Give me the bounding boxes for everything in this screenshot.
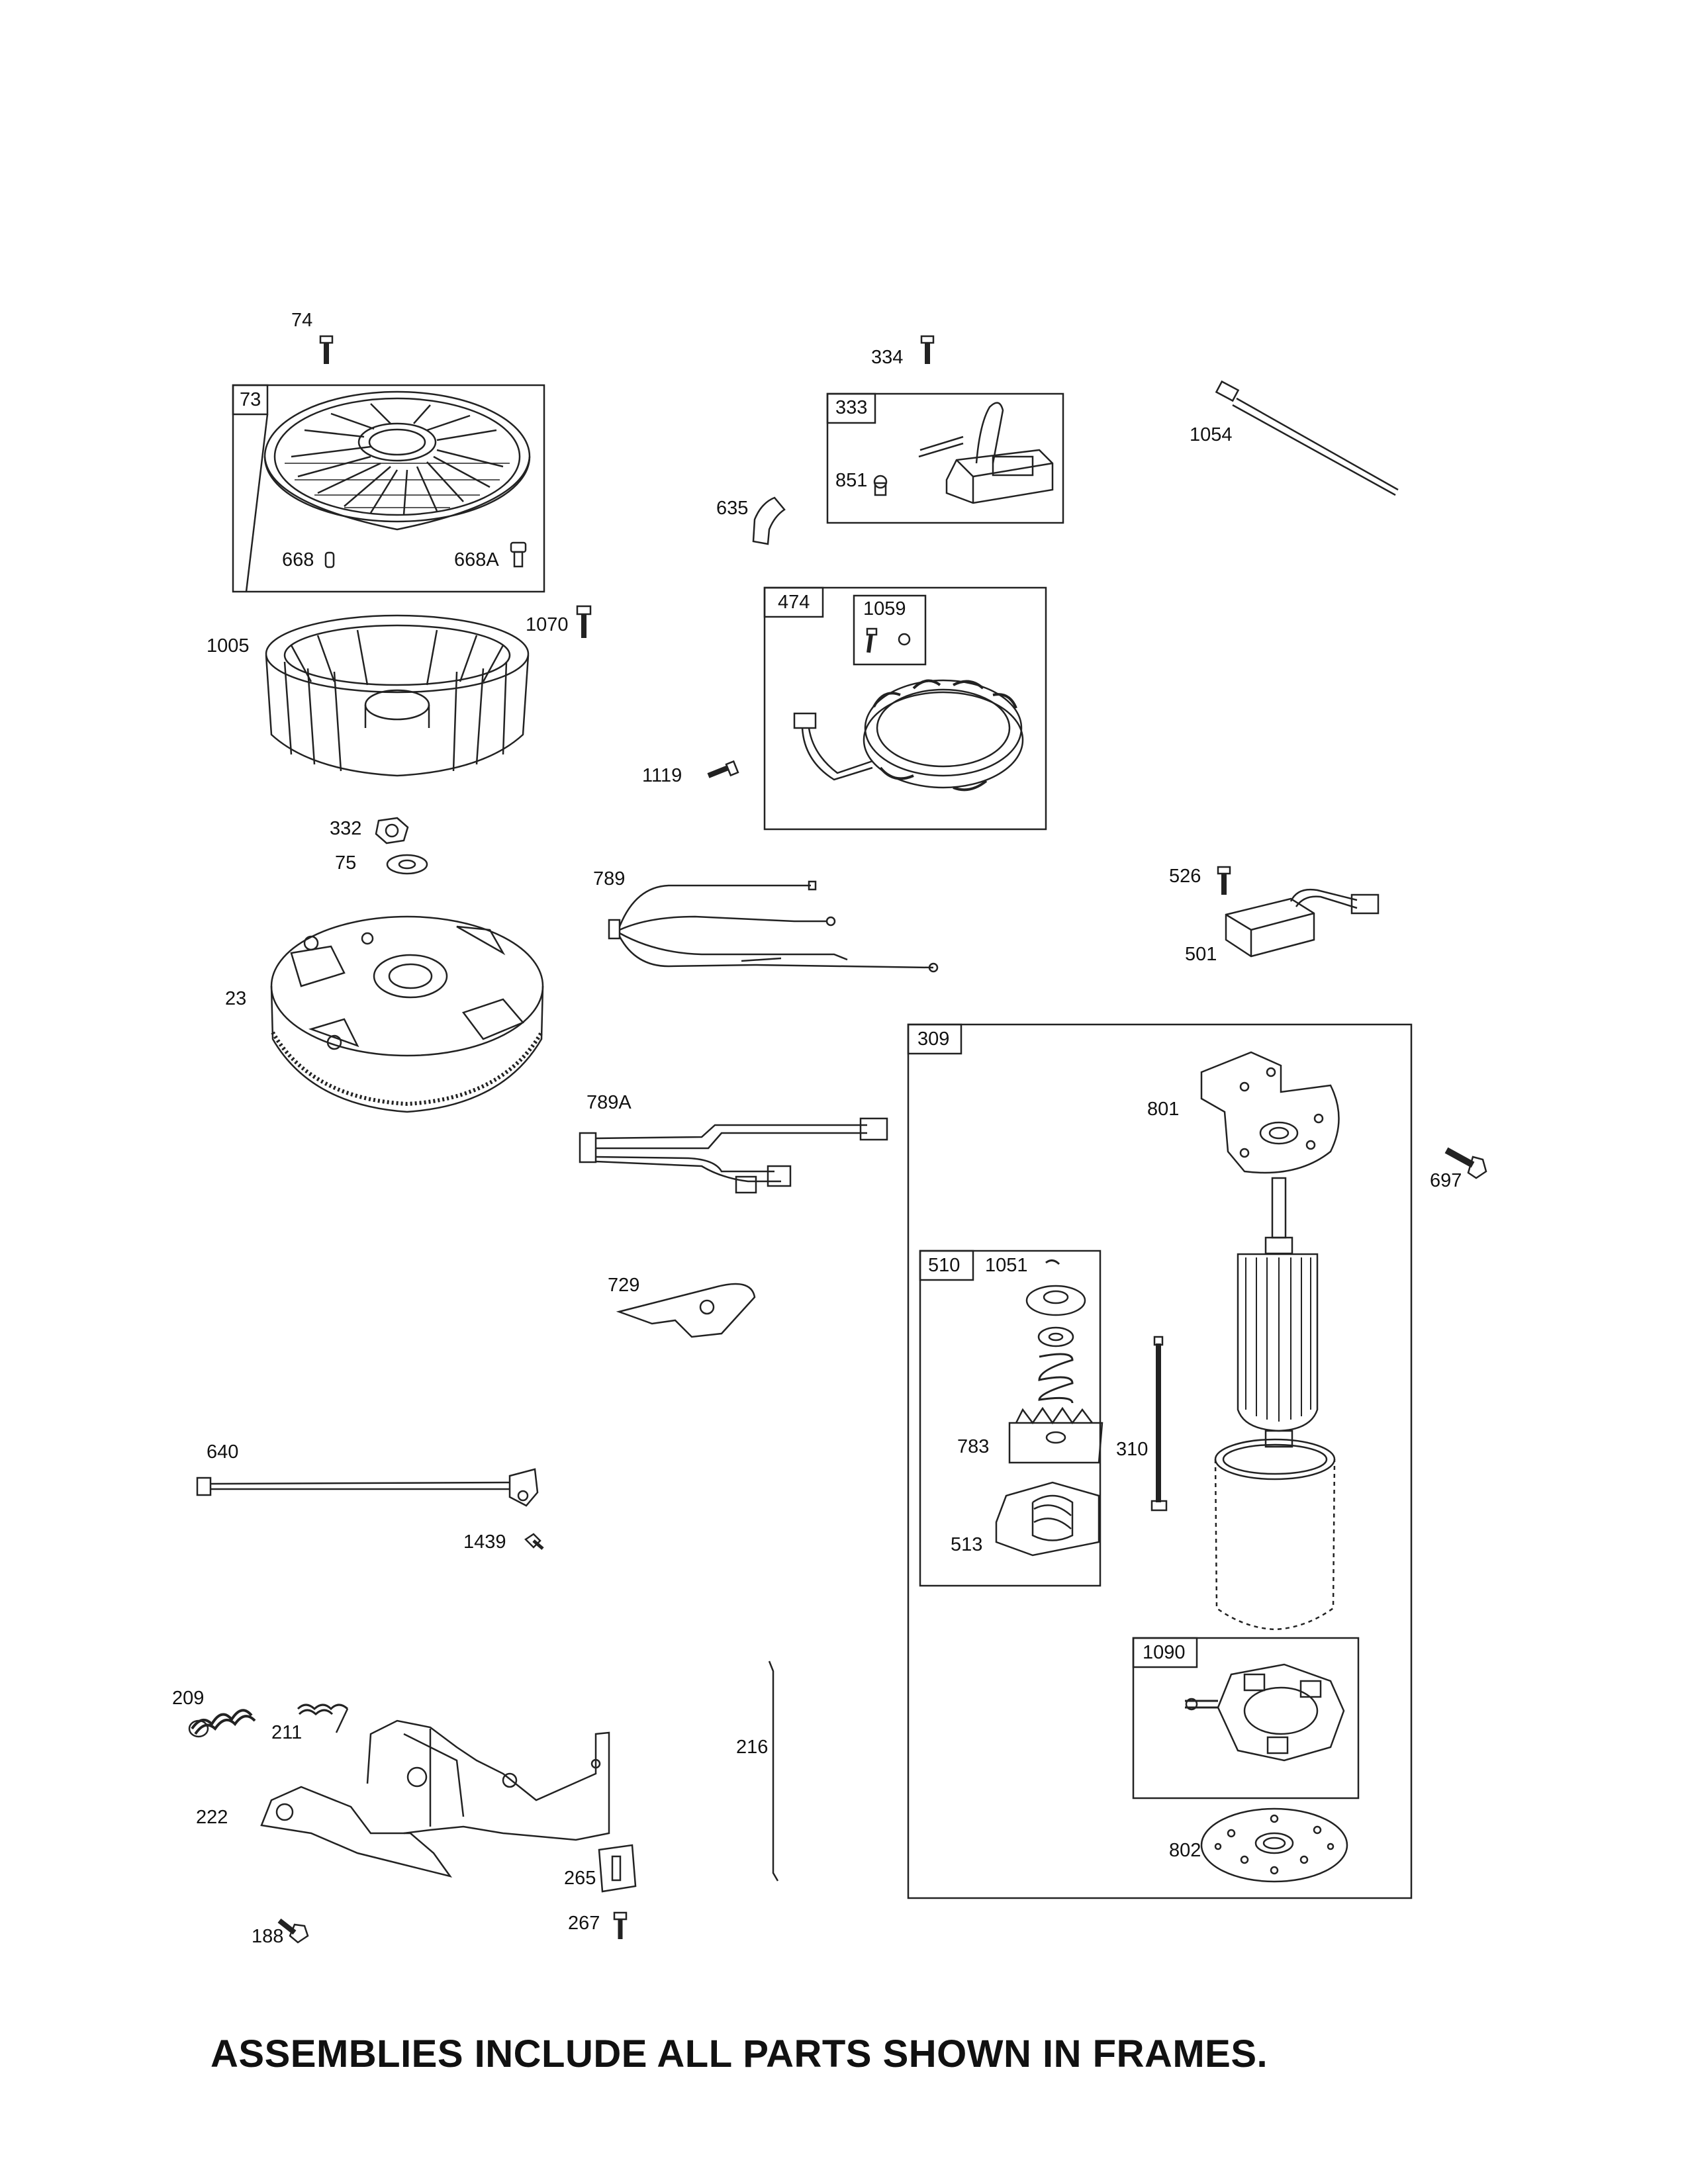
label-801: 801 [1147,1099,1180,1120]
label-75: 75 [335,852,357,874]
bolt-1070 [577,606,590,638]
frame-label-73: 73 [240,389,261,410]
label-267: 267 [568,1913,600,1934]
blower-housing [265,392,530,567]
assembly-frames [233,385,1411,1898]
label-729: 729 [608,1275,640,1296]
nut-washer [376,818,427,874]
cable-tie [1216,381,1398,495]
label-783: 783 [957,1436,990,1457]
label-222: 222 [196,1807,228,1828]
label-23: 23 [225,988,247,1009]
gasket-729 [619,1284,755,1337]
label-216: 216 [736,1737,769,1758]
frame-label-1090: 1090 [1143,1642,1186,1663]
label-640: 640 [207,1441,239,1463]
label-74: 74 [291,310,313,331]
wiring-harness-789 [609,882,937,972]
ignition-armature [874,403,1053,503]
label-501: 501 [1185,944,1217,965]
label-635: 635 [716,498,749,519]
label-789a: 789A [586,1092,632,1113]
label-265: 265 [564,1868,596,1889]
frame-label-309: 309 [917,1028,950,1050]
label-668a: 668A [454,549,499,570]
label-188: 188 [252,1926,284,1947]
starter-end-cap [1201,1052,1339,1173]
small-fasteners [279,1845,635,1942]
starter-end-plate [1201,1809,1347,1882]
starter-drive-kit [996,1260,1102,1555]
label-1439: 1439 [463,1531,506,1553]
starter-armature [1238,1178,1317,1447]
label-526: 526 [1169,866,1201,887]
bolt-697 [1446,1150,1486,1178]
label-802: 802 [1169,1840,1201,1861]
label-332: 332 [330,818,362,839]
label-209: 209 [172,1688,205,1709]
springs [189,1705,348,1737]
label-1005: 1005 [207,635,250,657]
link-rod [769,1661,778,1881]
bolt-1119 [708,761,738,776]
starter-housing [1215,1439,1335,1629]
ground-wire [197,1469,543,1549]
frame-label-474: 474 [778,592,810,613]
through-bolt [1152,1337,1166,1510]
screw-74 [320,336,332,364]
label-851: 851 [835,470,868,491]
frame-label-510: 510 [928,1255,961,1276]
frame-label-333: 333 [835,397,868,418]
label-513: 513 [951,1534,983,1555]
cooling-fan [266,615,528,776]
spark-plug-boot [753,498,784,544]
voltage-regulator [1226,889,1378,956]
footer-note: ASSEMBLIES INCLUDE ALL PARTS SHOWN IN FR… [211,2032,1268,2075]
label-310: 310 [1116,1439,1149,1460]
screw-526 [1218,867,1230,895]
label-1054: 1054 [1190,424,1233,445]
label-211: 211 [271,1722,303,1743]
label-1070: 1070 [526,614,569,635]
screw-334 [921,336,933,364]
brush-holder [1185,1664,1344,1760]
label-668: 668 [282,549,314,570]
wiring-harness-789a [580,1118,887,1193]
label-1119: 1119 [642,765,682,786]
alternator-stator [794,629,1023,790]
flywheel [271,917,543,1112]
frame-label-1059: 1059 [863,598,906,619]
label-697: 697 [1430,1170,1462,1191]
governor-bracket [261,1721,609,1876]
label-334: 334 [871,347,904,368]
label-1051: 1051 [985,1255,1028,1276]
label-789: 789 [593,868,626,889]
